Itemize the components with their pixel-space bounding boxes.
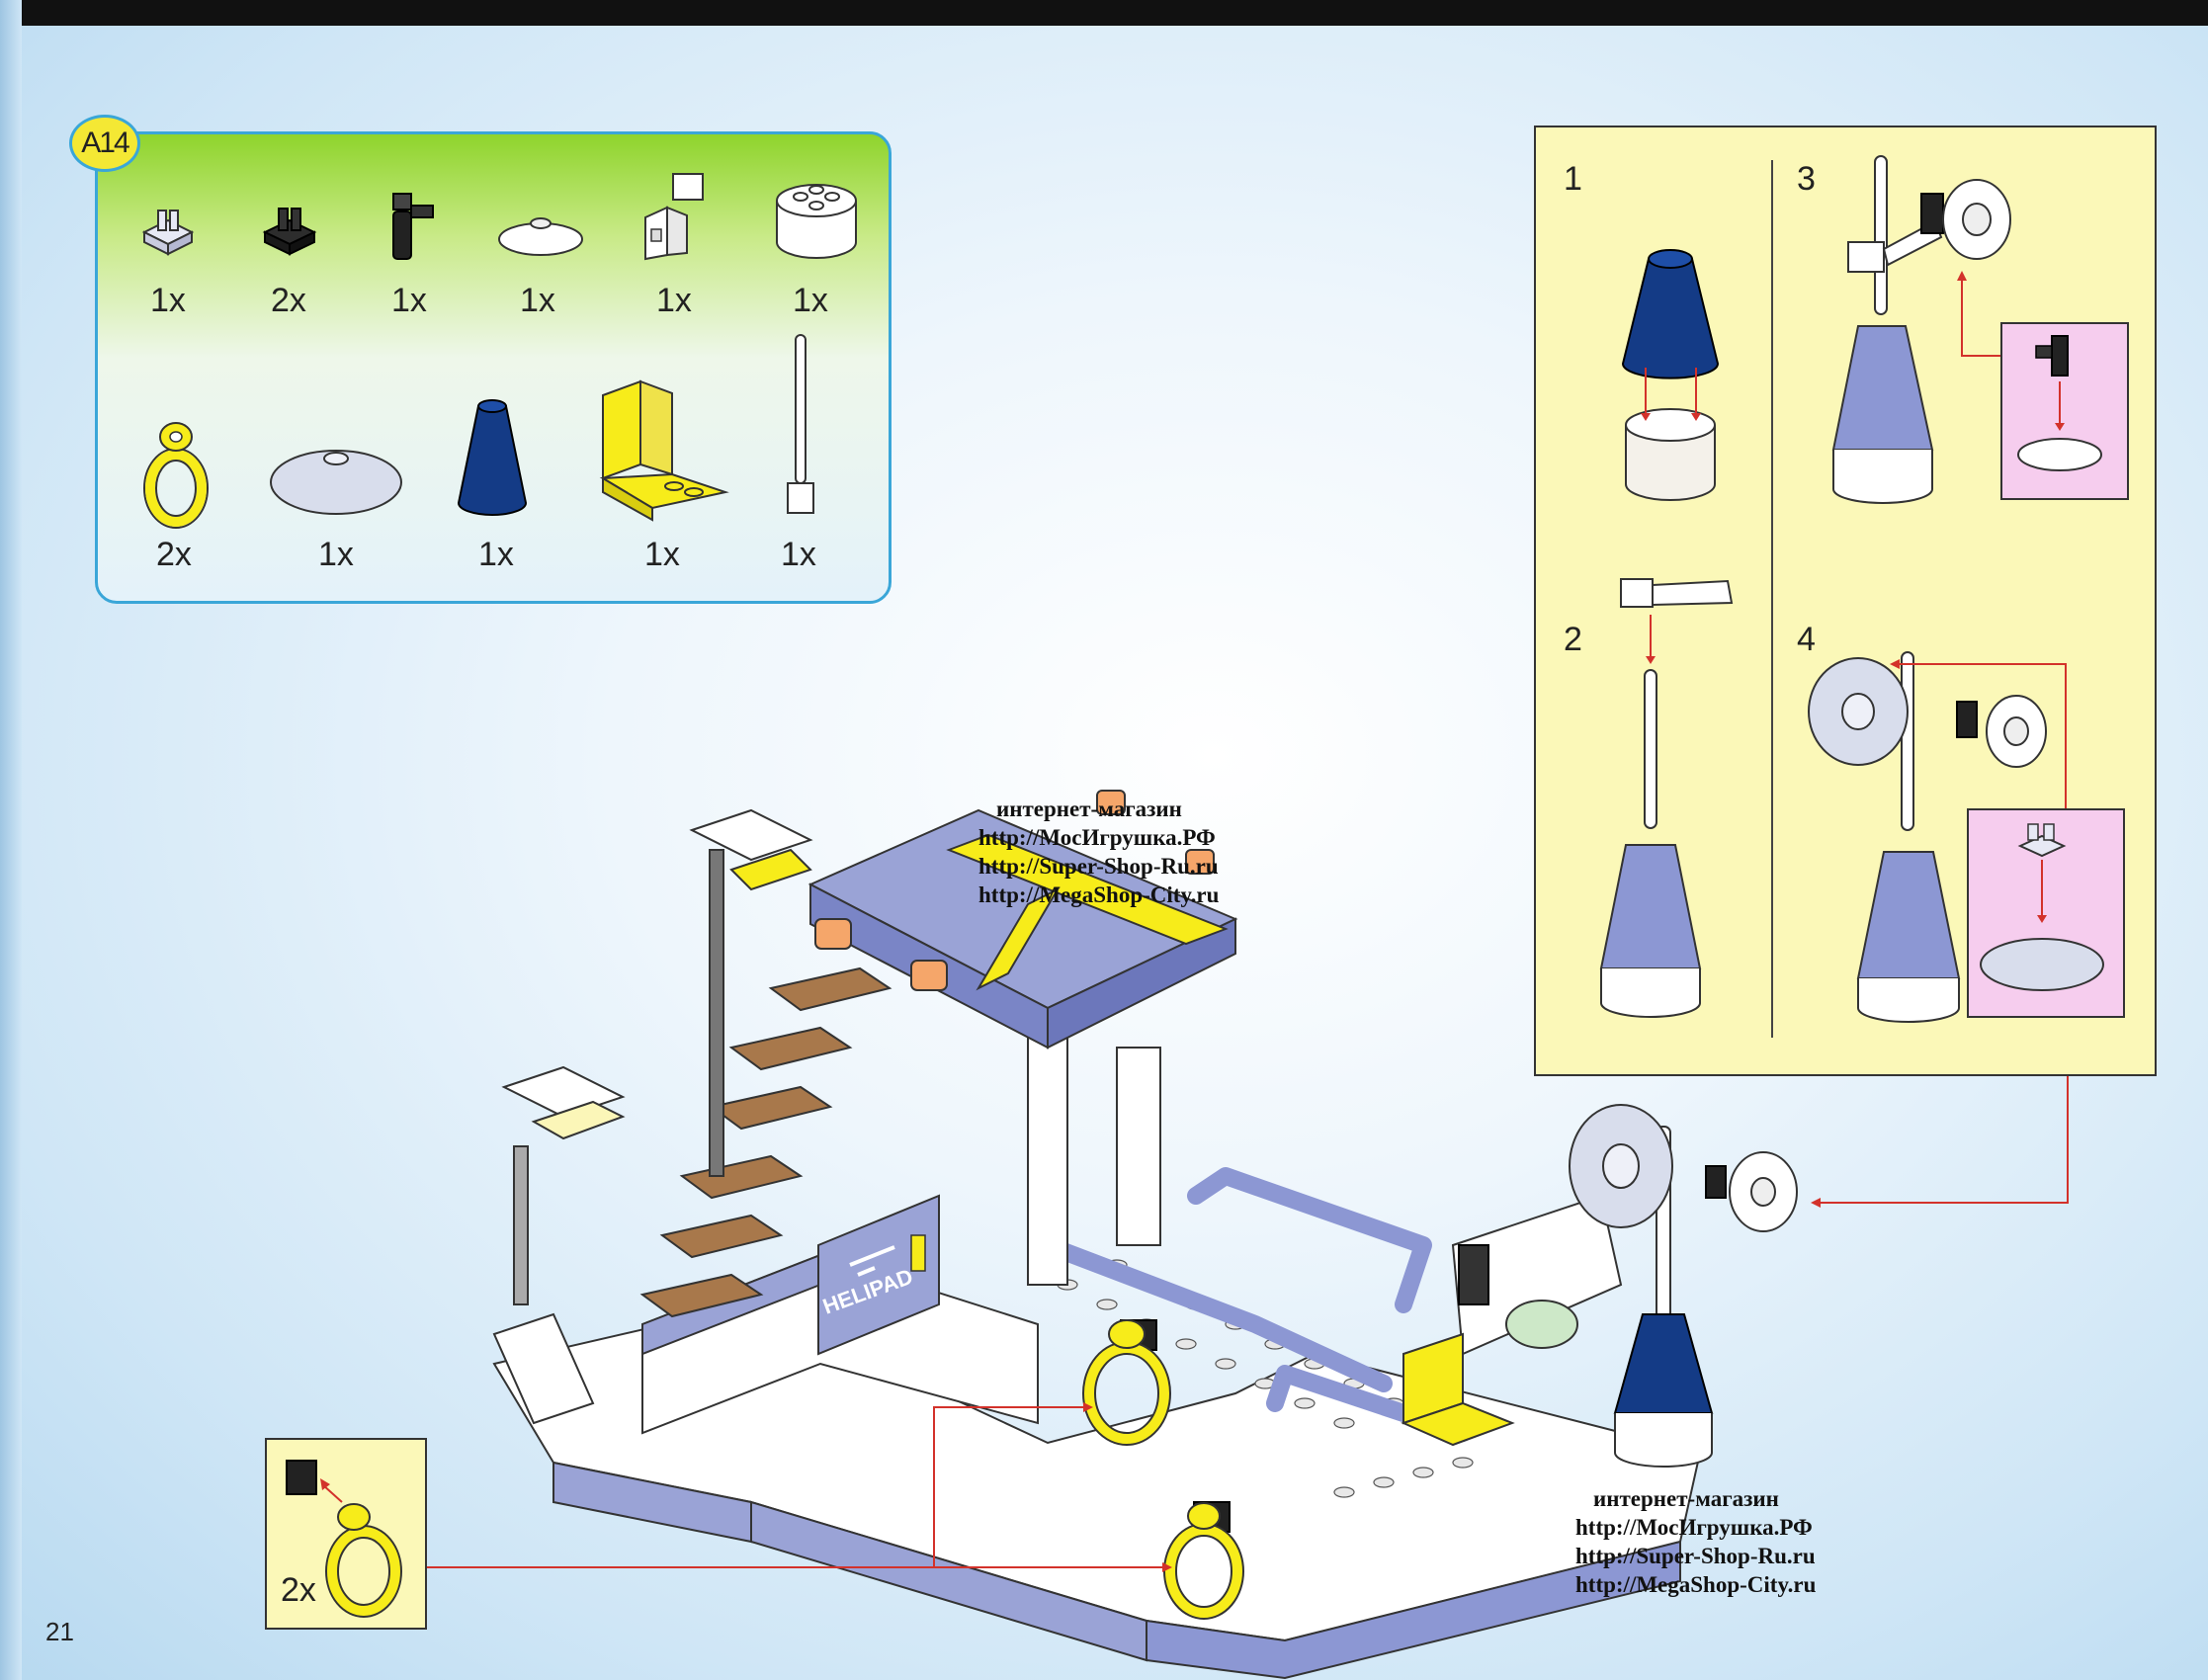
watermark-url[interactable]: http://Super-Shop-Ru.ru <box>978 854 1219 879</box>
parts-list-panel <box>95 131 892 604</box>
substep-3-drawing <box>1831 155 2102 504</box>
part-qty: 1x <box>520 282 555 319</box>
part-icon-blue-cone <box>457 399 528 516</box>
watermark-url[interactable]: http://МосИгрушка.РФ <box>978 825 1216 850</box>
watermark-url[interactable]: http://МосИгрушка.РФ <box>1575 1515 1813 1540</box>
model-yellow-rings <box>1082 1319 1244 1620</box>
part-qty: 1x <box>793 282 828 319</box>
substep-2-drawing <box>1599 578 1734 1018</box>
part-qty: 2x <box>156 536 192 573</box>
watermark-url[interactable]: http://Super-Shop-Ru.ru <box>1575 1544 1816 1568</box>
part-icon-white-antenna <box>787 334 814 514</box>
part-qty: 1x <box>391 282 427 319</box>
part-qty: 1x <box>781 536 816 573</box>
part-icon-yellow-ring <box>143 422 209 529</box>
part-icon-grey-dish <box>270 450 402 515</box>
control-console <box>1451 1194 1623 1356</box>
part-qty: 1x <box>478 536 514 573</box>
stairs <box>639 966 892 1318</box>
substep-number: 1 <box>1564 160 1582 198</box>
part-icon-black-clip-plate <box>262 208 317 256</box>
inset-drawing <box>286 1460 402 1618</box>
scan-left-edge <box>0 0 22 1680</box>
page-number: 21 <box>45 1617 74 1646</box>
substep-4-drawing <box>1808 651 2104 1023</box>
watermark-title: интернет-магазин <box>996 797 1182 821</box>
watermark-shop-bottom: интернет-магазин http://МосИгрушка.РФ ht… <box>1575 1484 1816 1599</box>
part-qty: 1x <box>318 536 354 573</box>
step-label: A14 <box>69 115 140 172</box>
lamp-posts <box>492 808 813 1425</box>
part-icon-white-bracket <box>644 173 704 261</box>
watermark-url[interactable]: http://MegaShop-City.ru <box>978 882 1220 907</box>
substep-1-drawing <box>1621 249 1720 501</box>
part-icon-white-small-dish <box>498 217 583 256</box>
part-qty: 1x <box>644 536 680 573</box>
part-icon-white-round-brick <box>776 184 857 259</box>
inset-qty: 2x <box>281 1571 316 1609</box>
watermark-url[interactable]: http://MegaShop-City.ru <box>1575 1572 1817 1597</box>
radar-mast <box>1569 1104 1798 1468</box>
substep-number: 2 <box>1564 621 1582 658</box>
scan-top-edge <box>0 0 2208 26</box>
watermark-shop-top: интернет-магазин http://МосИгрушка.РФ ht… <box>978 795 1219 909</box>
part-icon-black-hinge-holder <box>392 193 434 260</box>
part-icon-grey-clip-plate <box>141 210 195 256</box>
part-qty: 1x <box>150 282 186 319</box>
watermark-title: интернет-магазин <box>1593 1486 1779 1511</box>
subassembly-divider <box>1771 160 1773 1038</box>
helipad-sign <box>817 1194 940 1356</box>
part-icon-yellow-chair <box>599 379 729 522</box>
substep-number: 4 <box>1797 621 1816 658</box>
part-qty: 1x <box>656 282 692 319</box>
part-qty: 2x <box>271 282 306 319</box>
substep-number: 3 <box>1797 160 1816 198</box>
